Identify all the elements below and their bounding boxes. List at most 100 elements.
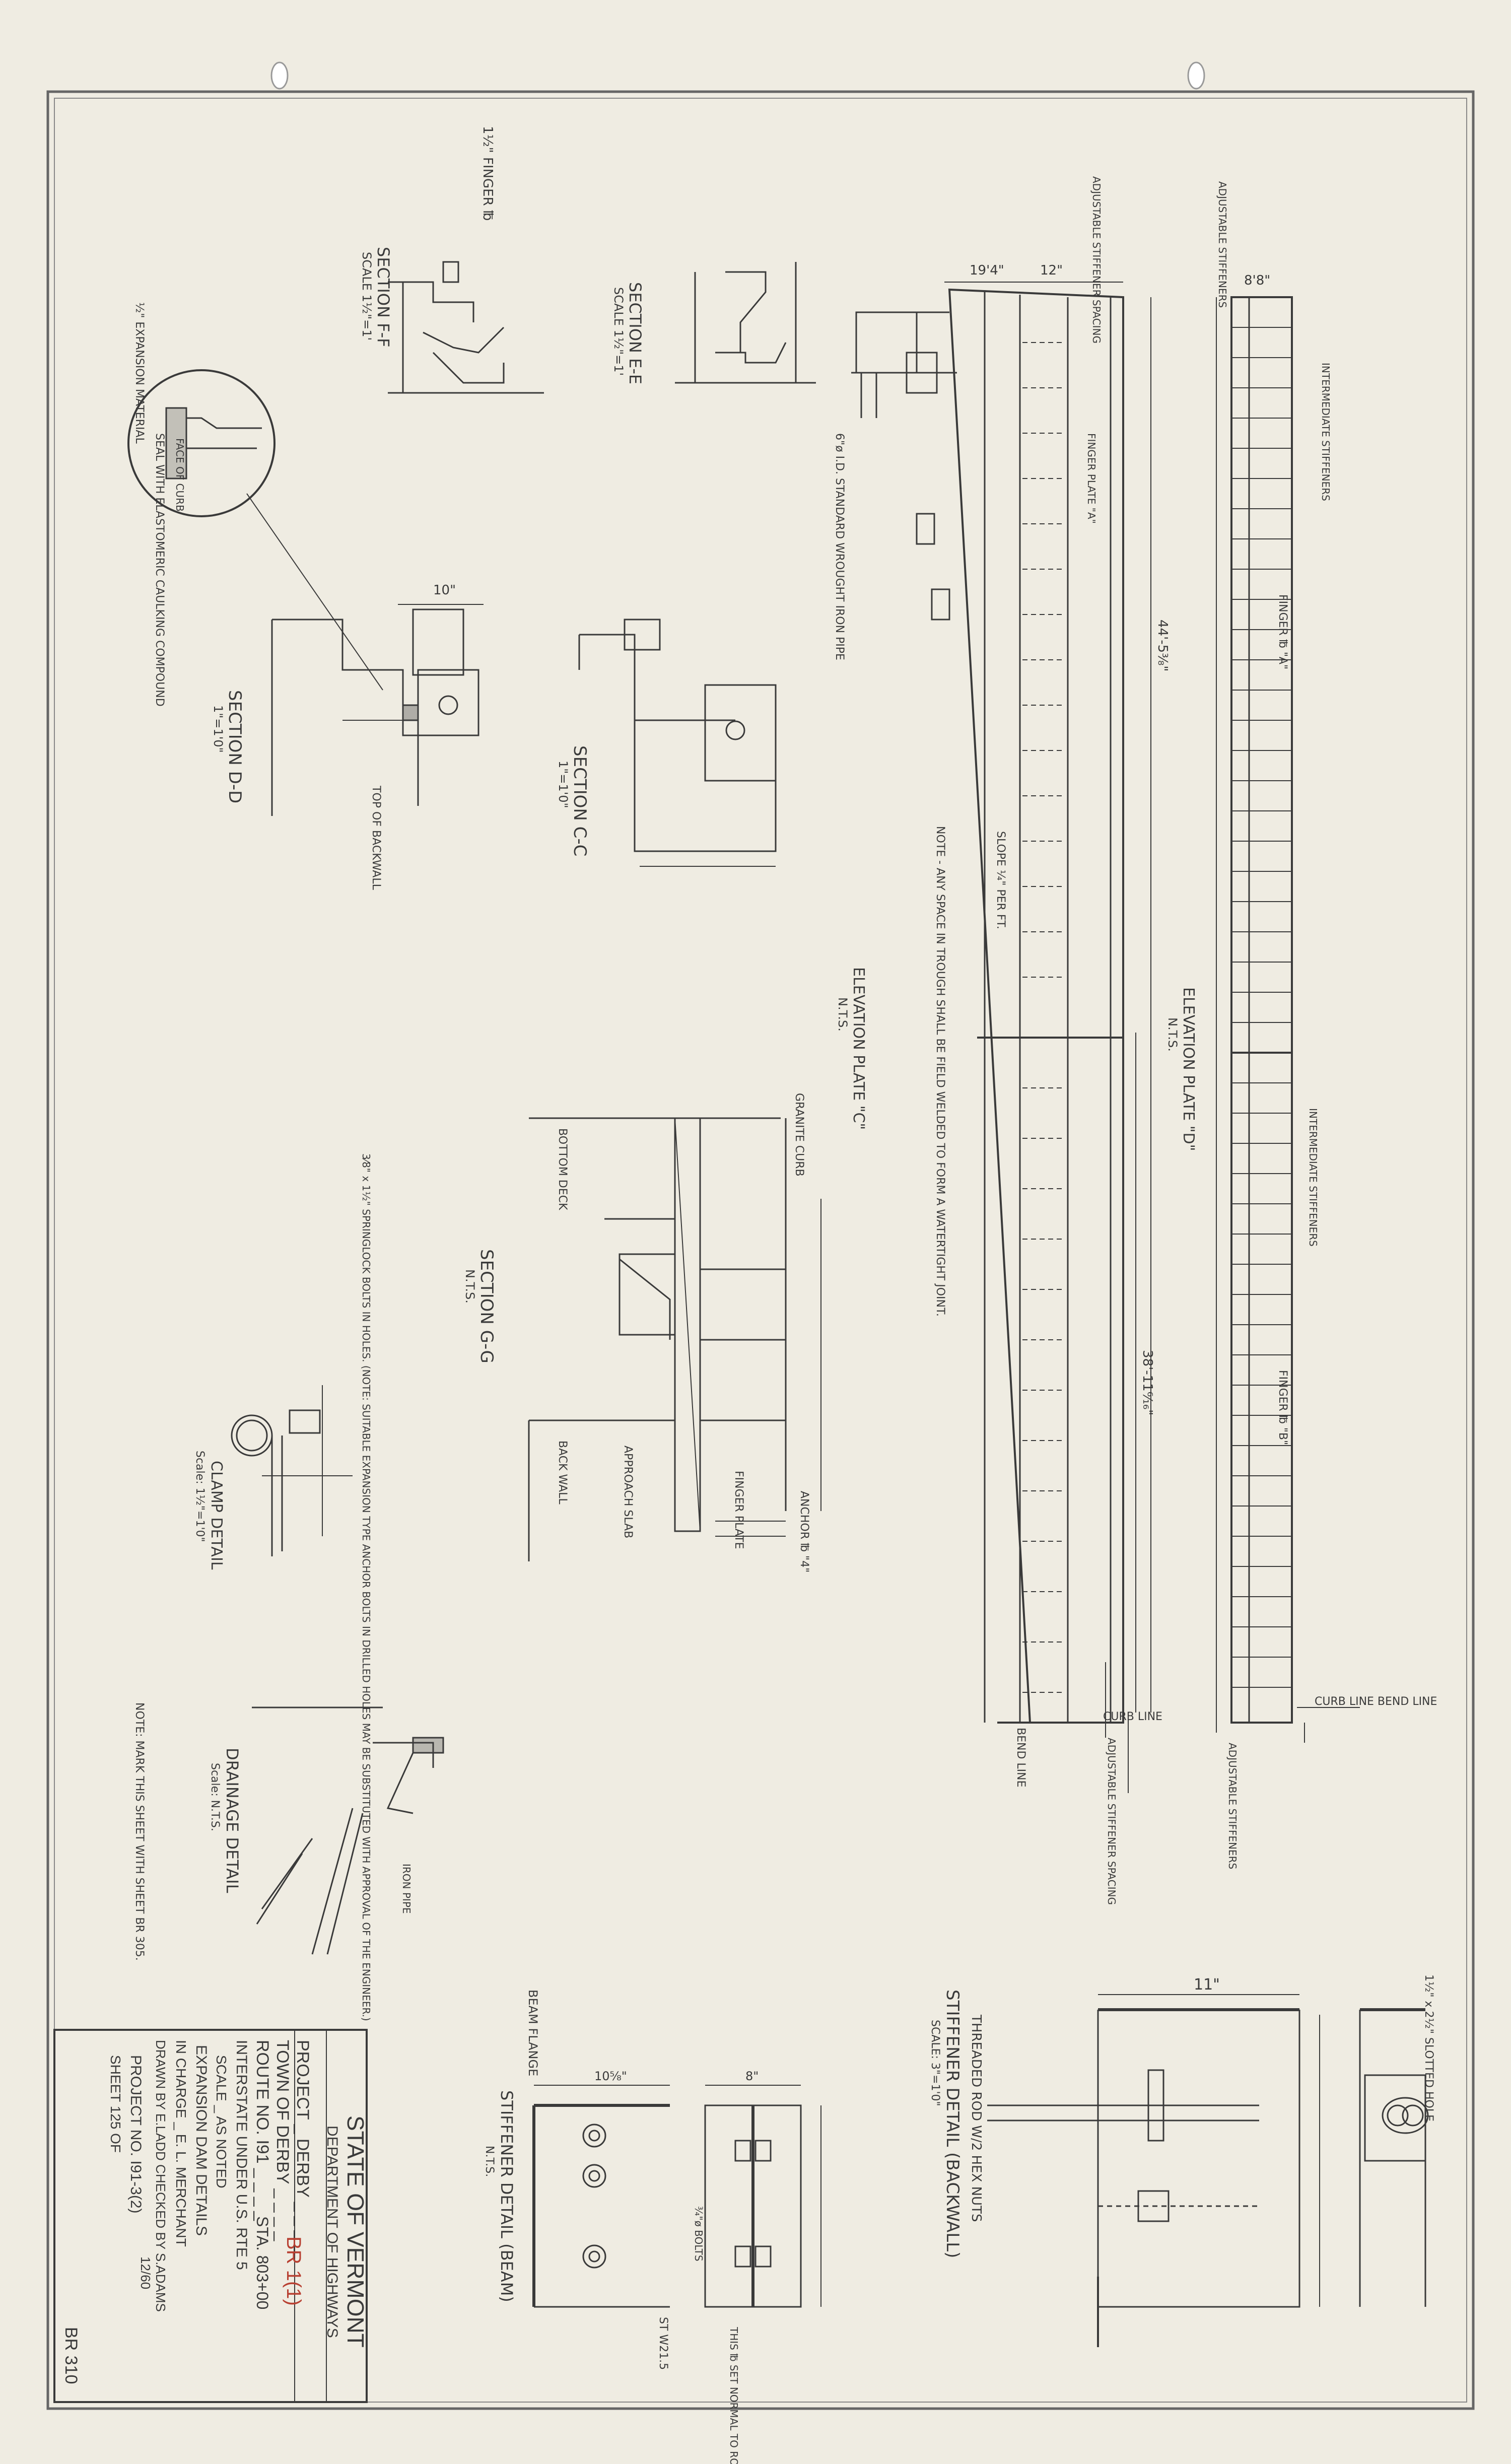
w-section: ST W21.5 xyxy=(657,2317,669,2370)
tb-station: STA. 803+00 xyxy=(253,2216,271,2309)
tb-project: PROJECT _ DERBY _ _ _ _ xyxy=(293,2040,312,2255)
pin-hole xyxy=(1187,61,1205,90)
elev-c-title: ELEVATION PLATE "C" xyxy=(850,967,867,1130)
clamp-scale: Scale: 1½"=1'0" xyxy=(193,1451,206,1542)
gg-scale: N.T.S. xyxy=(463,1269,477,1304)
adj-stiffener-bottom: ADJUSTABLE STIFFENER SPACING xyxy=(1106,1738,1118,1905)
drainage-title: DRAINAGE DETAIL xyxy=(223,1748,242,1893)
elev-d-scale: N.T.S. xyxy=(1165,1017,1180,1052)
cc-title: SECTION C-C xyxy=(570,745,590,856)
dim-44-5: 44'-5⅜" xyxy=(1155,620,1170,671)
drainage-detail xyxy=(252,1706,444,1955)
tb-scale: SCALE _ AS NOTED xyxy=(214,2055,229,2188)
tb-drawn-checked: DRAWN BY E.LADD CHECKED BY S.ADAMS xyxy=(153,2040,168,2312)
intermediate-bottom: INTERMEDIATE STIFFENERS xyxy=(1307,1108,1319,1247)
anchor-note: 3⁄8" x 1½" SPRINGLOCK BOLTS IN HOLES. (N… xyxy=(360,1153,372,2021)
ff-scale: SCALE 1½"=1' xyxy=(360,252,374,340)
section-ee xyxy=(675,262,816,384)
section-gg xyxy=(528,1117,821,1561)
dd-title: SECTION D-D xyxy=(225,690,245,803)
finger-plate-a: FINGER PLATE "A" xyxy=(1085,433,1097,524)
curb-bend-line: CURB LINE BEND LINE xyxy=(1315,1695,1437,1708)
clamp-detail xyxy=(231,1385,353,1556)
stiffener-detail-backwall xyxy=(987,1994,1429,2347)
elevation-plate-d xyxy=(1216,296,1360,1743)
stiff-back-title: STIFFENER DETAIL (BACKWALL) xyxy=(942,1990,963,2258)
clamp-title: CLAMP DETAIL xyxy=(208,1461,225,1570)
outer-border xyxy=(46,90,1475,2410)
adj-stiffener-top: ADJUSTABLE STIFFENER SPACING xyxy=(1090,176,1103,344)
stiffener-detail-beam xyxy=(532,2085,821,2308)
tb-project-no: PROJECT NO. I91-3(2) xyxy=(127,2055,144,2214)
back-wall: BACK WALL xyxy=(556,1441,569,1504)
finger-a: FINGER ℔ "A" xyxy=(1276,594,1289,669)
tb-department: DEPARTMENT OF HIGHWAYS xyxy=(324,2126,340,2338)
elev-c-scale: N.T.S. xyxy=(836,997,850,1032)
dim-11: 11" xyxy=(1194,1976,1220,1994)
finger-12: 1½" FINGER ℔ xyxy=(480,126,495,221)
dim-12: 12" xyxy=(1040,263,1063,278)
finger-plate-note: FINGER PLATE xyxy=(732,1471,745,1549)
mark-note: NOTE: MARK THIS SHEET WITH SHEET BR 305. xyxy=(133,1702,146,1961)
beam-flange: BEAM FLANGE xyxy=(526,1990,540,2076)
dim-10: 10" xyxy=(433,583,456,598)
granite-curb: GRANITE CURB xyxy=(793,1093,805,1177)
adj-stiffeners-bottom: ADJUSTABLE STIFFENERS xyxy=(1226,1743,1239,1869)
stiff-back-scale: SCALE: 3"=1'0" xyxy=(929,2020,941,2106)
tb-route: ROUTE NO. I91 _ _ _ _ xyxy=(253,2040,272,2221)
drainage-scale: Scale: N.T.S. xyxy=(209,1763,221,1831)
gg-title: SECTION G-G xyxy=(476,1249,497,1363)
tb-town: TOWN OF DERBY _ _ _ _ xyxy=(273,2040,292,2241)
dim-19-4: 19'4" xyxy=(970,263,1004,278)
dim-8-8: 8'8" xyxy=(1244,273,1270,288)
set-normal: THIS ℔ SET NORMAL TO ROADWAY xyxy=(728,2326,740,2464)
section-dd xyxy=(271,604,484,816)
trough-note: NOTE - ANY SPACE IN TROUGH SHALL BE FIEL… xyxy=(934,826,946,1317)
elevation-plate-c xyxy=(851,282,1151,1793)
dim-8: 8" xyxy=(745,2069,759,2083)
adj-stiffeners-top: ADJUSTABLE STIFFENERS xyxy=(1216,181,1228,308)
expansion-material: ½" EXPANSION MATERIAL xyxy=(133,302,146,444)
tb-in-charge: IN CHARGE _ E. L. MERCHANT xyxy=(173,2040,189,2247)
inner-border xyxy=(54,98,1467,2403)
ee-title: SECTION E-E xyxy=(626,282,645,384)
ff-title: SECTION F-F xyxy=(374,247,393,348)
ee-scale: SCALE 1½"=1' xyxy=(611,287,626,376)
intermediate-top: INTERMEDIATE STIFFENERS xyxy=(1320,363,1332,501)
bend-line: BEND LINE xyxy=(1014,1728,1027,1788)
tb-date: 12/60 xyxy=(138,2256,153,2289)
approach-slab: APPROACH SLAB xyxy=(622,1446,634,1538)
tb-sheet: SHEET 125 OF xyxy=(108,2055,123,2153)
face-of-curb: FACE OF CURB xyxy=(174,438,186,512)
bottom-deck: BOTTOM DECK xyxy=(556,1128,569,1210)
dd-scale: 1"=1'0" xyxy=(211,705,225,753)
iron-pipe: IRON PIPE xyxy=(400,1864,413,1914)
cc-scale: 1"=1'0" xyxy=(556,761,570,808)
caulk-note: SEAL WITH ELASTOMERIC CAULKING COMPOUND xyxy=(153,433,166,707)
tb-interstate: INTERSTATE UNDER U.S. RTE 5 xyxy=(233,2040,250,2270)
slope-note: SLOPE ¼" PER FT. xyxy=(994,831,1007,929)
section-cc xyxy=(578,619,777,867)
slotted-hole: 1½" x 2½" SLOTTED HOLE xyxy=(1422,1974,1435,2121)
elev-d-title: ELEVATION PLATE "D" xyxy=(1180,987,1197,1151)
pipe-note: 6"ø I.D. STANDARD WROUGHT IRON PIPE xyxy=(833,433,846,660)
tb-detail: EXPANSION DAM DETAILS xyxy=(193,2045,210,2236)
drawing-labels: SECTION F-F SCALE 1½"=1' SECTION E-E SCA… xyxy=(133,126,1437,2464)
bolts-label: ¾"ø BOLTS xyxy=(693,2206,705,2262)
tb-project-code: BR 1(1) xyxy=(283,2236,305,2306)
title-block: STATE OF VERMONT DEPARTMENT OF HIGHWAYS … xyxy=(61,2040,369,2384)
pin-hole xyxy=(270,61,289,90)
threaded-rod: THREADED ROD W/2 HEX NUTS xyxy=(969,2014,984,2222)
curb-line: CURB LINE xyxy=(1103,1710,1162,1723)
dim-38-11: 38'-11⁶⁄₁₆" xyxy=(1140,1350,1155,1415)
title-block-frame xyxy=(53,2029,368,2403)
tb-sheet-code: BR 310 xyxy=(61,2327,81,2384)
tb-state: STATE OF VERMONT xyxy=(342,2115,369,2348)
stiff-beam-title: STIFFENER DETAIL (BEAM) xyxy=(497,2090,516,2302)
finger-b: FINGER ℔ "B" xyxy=(1276,1370,1289,1445)
finger-plate-circle-detail xyxy=(127,369,383,691)
section-ff xyxy=(388,261,544,394)
stiff-beam-scale: N.T.S. xyxy=(483,2146,496,2177)
